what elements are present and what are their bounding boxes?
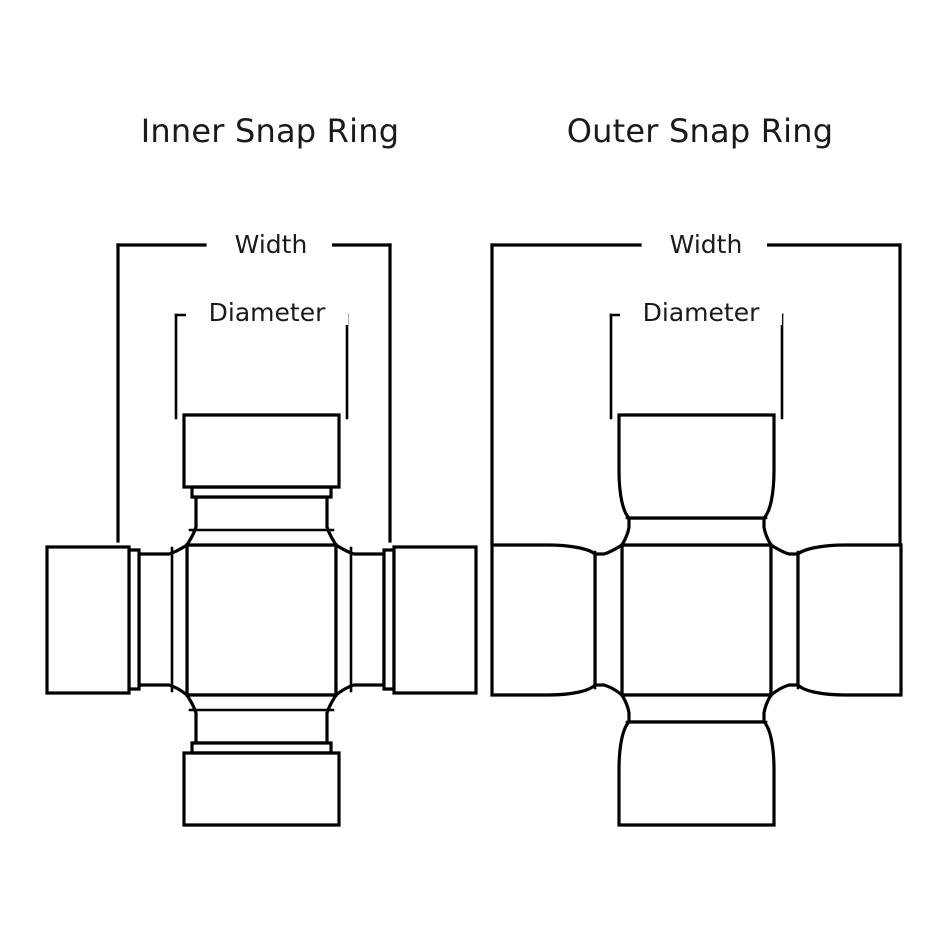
outer-diameter-label: Diameter [620, 300, 782, 325]
inner-width-label: Width [210, 232, 332, 257]
inner-diameter-label: Diameter [186, 300, 348, 325]
outer-width-label: Width [645, 232, 767, 257]
inner-bottom-arm [182, 693, 341, 827]
outer-bottom-arm [617, 693, 776, 827]
outer-center-body [620, 543, 773, 697]
inner-center-body [185, 543, 338, 697]
inner-top-arm [182, 413, 341, 547]
inner-snap-ring-title: Inner Snap Ring [140, 112, 400, 150]
outer-left-arm [490, 542, 624, 699]
inner-snap-ring-drawing [45, 243, 478, 827]
inner-width-dimension [116, 243, 392, 543]
outer-snap-ring-drawing [490, 243, 903, 827]
inner-right-arm [334, 542, 478, 699]
outer-width-dimension [490, 243, 902, 545]
outer-snap-ring-title: Outer Snap Ring [566, 112, 834, 150]
outer-top-arm [617, 413, 776, 547]
outer-right-arm [769, 542, 903, 699]
outer-diameter-dimension [609, 313, 784, 420]
inner-diameter-dimension [174, 313, 349, 420]
inner-left-arm [45, 542, 189, 699]
